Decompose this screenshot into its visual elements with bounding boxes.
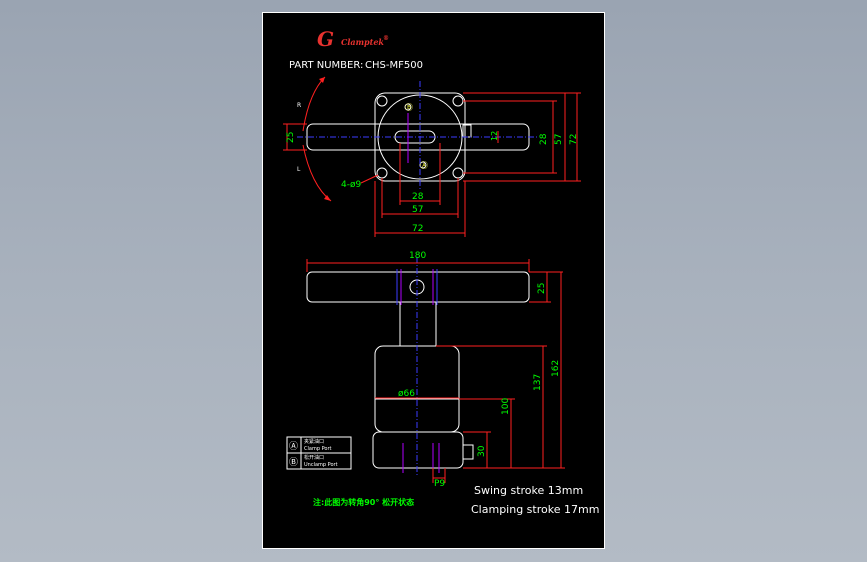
clamping-stroke: Clamping stroke 17mm [471,503,599,516]
part-number-value: CHS-MF500 [365,60,423,71]
logo-brand: Clamptek [341,37,384,47]
marker-a: Ⓐ [420,161,428,170]
logo-mark: ® [383,35,389,42]
legend-b-cn: 松开油口 [304,454,324,461]
rotation-arc-right [302,76,326,132]
dim-to-arm: 137 [533,374,543,391]
dim-holes-h: 28 [412,192,424,202]
port-b-circle [404,103,412,111]
dim-holes-v: 28 [539,133,549,145]
part-number-label: PART NUMBER: [289,60,363,71]
mount-hole-bl [376,167,388,179]
legend-b-symbol: Ⓑ [289,457,298,468]
rotation-arrow-right [319,77,325,83]
logo: G Clamptek ® [317,27,389,51]
dim-arm-height: 25 [537,283,547,294]
cad-drawing: G Clamptek ® PART NUMBER: CHS-MF500 [283,27,599,516]
dim-total: 162 [551,360,561,377]
mount-hole-br [452,167,464,179]
dim-flange-h: 72 [412,224,423,234]
dim-slot-width: 12 [490,131,499,141]
dim-body-v: 57 [554,134,564,145]
port-legend: Ⓐ 夹紧油口 Clamp Port Ⓑ 松开油口 Unclamp Port [286,436,352,470]
front-base [372,431,464,469]
mount-hole-tr [452,95,464,107]
dim-body-h: 57 [412,205,423,215]
front-arm [306,271,530,303]
top-slot [394,130,436,144]
port-a-circle [419,161,427,169]
dim-arm-length: 180 [409,251,426,261]
top-view [283,76,581,237]
rotation-arc-left [302,144,332,202]
front-rod [399,301,437,347]
holes-label: 4-ø9 [341,180,361,190]
drawing-note: 注:此图为转角90° 松开状态 [313,497,414,507]
dim-to-body: 100 [501,398,511,415]
top-fitting [462,124,472,138]
legend-a-cn: 夹紧油口 [304,438,324,445]
mount-hole-tl [376,95,388,107]
rotation-arrow-left [324,195,331,201]
dim-port: P9 [434,479,445,489]
legend-a-en: Clamp Port [304,446,332,452]
logo-letter: G [317,27,334,51]
legend-b-en: Unclamp Port [304,462,338,468]
holes-leader [360,174,379,184]
swing-stroke: Swing stroke 13mm [474,484,583,497]
dim-bar-height: 25 [286,132,296,143]
drawing-sheet: G Clamptek ® PART NUMBER: CHS-MF500 [262,12,605,549]
rotation-left-label: L [297,166,301,173]
legend-a-symbol: Ⓐ [289,441,298,452]
front-view [306,257,565,483]
dim-base-height: 30 [477,445,487,457]
dim-flange-v: 72 [569,134,579,145]
rotation-right-label: R [297,102,301,109]
dim-body-dia: ø66 [398,389,415,399]
marker-b: Ⓑ [405,103,413,112]
front-fitting [462,444,474,460]
